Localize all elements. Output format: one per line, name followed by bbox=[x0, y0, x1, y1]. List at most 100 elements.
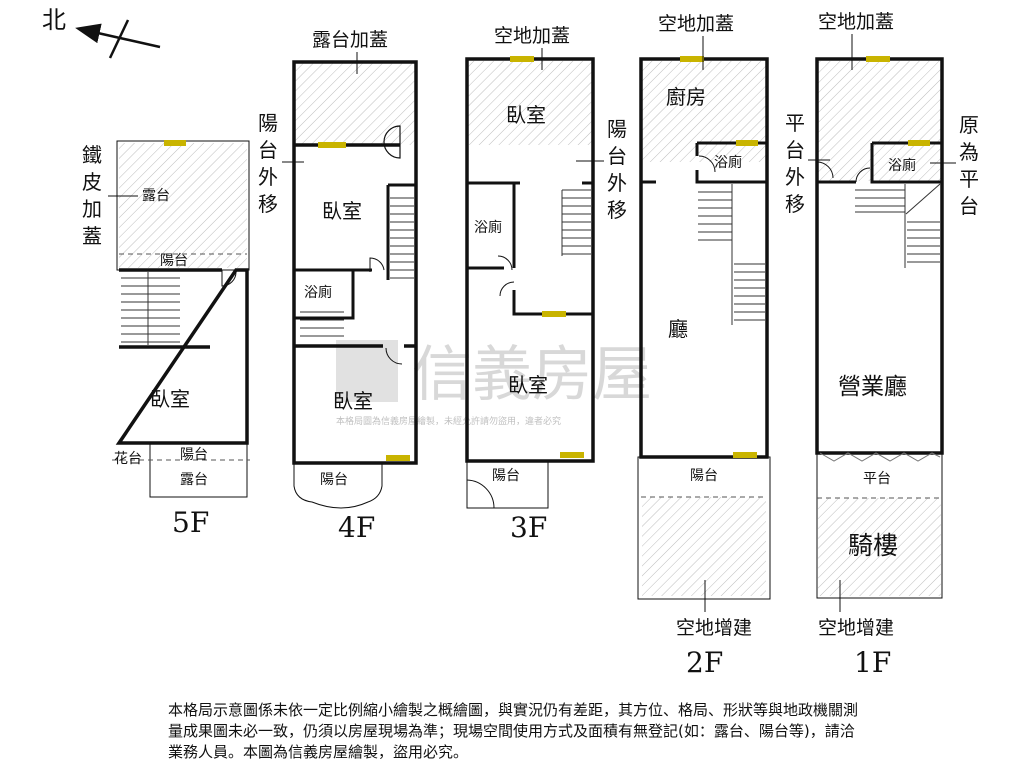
5f-bottom-terrace bbox=[149, 442, 248, 498]
4f-bedroom-lower-label: 臥室 bbox=[333, 389, 373, 413]
4f-balcony-moved-note: 陽 台 外 移 bbox=[258, 111, 284, 216]
4f-stairs bbox=[300, 197, 414, 337]
5f-terrace-label: 露台 bbox=[142, 188, 170, 204]
1f-door-arc-b bbox=[855, 167, 871, 183]
1f-right-note-c2: 為 bbox=[959, 140, 979, 164]
1f-arcade-hatch bbox=[818, 498, 941, 596]
3f-floor-label: 3F bbox=[510, 511, 547, 544]
1f-business-hall-label: 營業廳 bbox=[838, 374, 907, 400]
5f-balcony-bottom-label: 陽台 bbox=[180, 447, 208, 463]
2f-door-arc bbox=[698, 155, 716, 173]
3f-door-arc-b bbox=[499, 281, 515, 297]
5f-bedroom-label: 臥室 bbox=[150, 387, 190, 411]
watermark-logo-icon bbox=[336, 340, 398, 402]
2f-addition-outline bbox=[637, 456, 771, 600]
5f-stairs bbox=[121, 272, 180, 345]
1f-bottom-note: 空地增建 bbox=[818, 617, 894, 639]
1f-left-note-c4: 移 bbox=[785, 192, 805, 216]
4f-side-note-c2: 台 bbox=[258, 138, 278, 162]
1f-door-arc-a bbox=[816, 161, 834, 179]
4f-outer-wall bbox=[292, 60, 418, 465]
1f-left-note-c1: 平 bbox=[785, 111, 805, 135]
disclaimer-text: 本格局示意圖係未依一定比例縮小繪製之概繪圖，與實況仍有差距，其方位、格局、形狀等… bbox=[168, 701, 859, 761]
5f-terrace-hatch bbox=[119, 143, 247, 268]
1f-roof-hatch bbox=[818, 61, 941, 181]
2f-stairs bbox=[698, 184, 765, 325]
3f-balcony-label: 陽台 bbox=[492, 468, 520, 484]
floor-4f: 露台加蓋 陽 台 外 移 臥室 浴廁 臥室 陽台 4F bbox=[258, 29, 418, 544]
2f-floor-label: 2F bbox=[686, 646, 723, 679]
2f-bathroom-label: 浴廁 bbox=[714, 154, 742, 171]
4f-door-arc-mid bbox=[369, 257, 385, 272]
3f-balcony-door-arc bbox=[466, 479, 495, 509]
watermark-notice: 本格局圖為信義房屋繪製，未經允許請勿盜用，違者必究 bbox=[336, 415, 561, 427]
2f-kitchen-hatch bbox=[642, 61, 766, 162]
4f-bedroom-upper-label: 臥室 bbox=[322, 199, 362, 223]
1f-floor-label: 1F bbox=[854, 646, 891, 679]
2f-bottom-note: 空地增建 bbox=[676, 617, 752, 639]
1f-right-note-c4: 台 bbox=[959, 194, 979, 218]
3f-outer-wall bbox=[465, 57, 595, 463]
3f-balcony-outline bbox=[466, 461, 549, 509]
3f-bathroom-label: 浴廁 bbox=[474, 219, 502, 236]
watermark: 信義房屋 本格局圖為信義房屋繪製，未經允許請勿盜用，違者必究 bbox=[336, 340, 652, 427]
3f-stairs bbox=[561, 189, 591, 256]
1f-platform-moved-note: 平 台 外 移 bbox=[785, 111, 811, 216]
3f-bedroom-upper-label: 臥室 bbox=[506, 103, 546, 127]
5f-iron-roof-note-c4: 蓋 bbox=[82, 224, 102, 248]
5f-iron-roof-note-c1: 鐵 bbox=[82, 143, 102, 167]
1f-wall-bath bbox=[870, 141, 942, 184]
4f-balcony-outline bbox=[293, 463, 383, 509]
1f-bathroom-label: 浴廁 bbox=[888, 157, 916, 174]
1f-right-note-c3: 平 bbox=[959, 167, 979, 191]
floor-5f: 露台 鐵 皮 加 蓋 陽台 臥室 花台 陽台 露台 5F bbox=[82, 140, 250, 539]
4f-wall-bath bbox=[294, 268, 372, 320]
1f-platform-label: 平台 bbox=[863, 471, 891, 487]
2f-roof-note: 空地加蓋 bbox=[658, 13, 734, 35]
floor-3f: 空地加蓋 陽 台 外 移 臥室 浴廁 臥室 陽台 3F bbox=[465, 25, 627, 544]
1f-left-note-c3: 外 bbox=[785, 165, 805, 189]
1f-stairs bbox=[855, 183, 941, 268]
4f-roof-note: 露台加蓋 bbox=[312, 29, 388, 51]
3f-side-note-c1: 陽 bbox=[607, 117, 627, 141]
5f-door-arc bbox=[221, 270, 237, 287]
5f-planter-label: 花台 bbox=[114, 451, 142, 467]
4f-door-arc-low bbox=[385, 347, 403, 365]
2f-kitchen-label: 廚房 bbox=[666, 85, 706, 109]
4f-wall-stair-box bbox=[386, 183, 416, 280]
2f-balcony-label: 陽台 bbox=[690, 468, 718, 484]
4f-side-note-c1: 陽 bbox=[258, 111, 278, 135]
1f-folding-door bbox=[819, 452, 941, 462]
2f-hall-label: 廳 bbox=[668, 317, 688, 341]
3f-roof-hatch bbox=[468, 61, 592, 145]
5f-iron-roof-note-c3: 加 bbox=[82, 197, 102, 221]
5f-iron-roof-note: 鐵 皮 加 蓋 bbox=[82, 143, 108, 248]
4f-bathroom-label: 浴廁 bbox=[304, 284, 332, 301]
north-label: 北 bbox=[42, 6, 66, 34]
watermark-brand: 信義房屋 bbox=[412, 340, 652, 410]
5f-terrace-bottom-label: 露台 bbox=[180, 472, 208, 488]
4f-balcony-label: 陽台 bbox=[320, 472, 348, 488]
4f-floor-label: 4F bbox=[338, 511, 375, 544]
floor-1f: 空地加蓋 平 台 外 移 原 為 平 台 浴廁 營業廳 平台 騎樓 空地增建 1… bbox=[785, 11, 979, 679]
3f-bedroom-lower-label: 臥室 bbox=[508, 373, 548, 397]
4f-side-note-c4: 移 bbox=[258, 192, 278, 216]
1f-arcade-label: 騎樓 bbox=[848, 531, 898, 560]
2f-addition-hatch bbox=[642, 497, 766, 596]
3f-wall-bath bbox=[467, 183, 593, 316]
5f-floor-label: 5F bbox=[172, 506, 209, 539]
3f-side-note-c3: 外 bbox=[607, 171, 627, 195]
3f-door-arc-a bbox=[497, 255, 513, 271]
4f-roof-hatch bbox=[295, 63, 415, 145]
3f-side-note-c4: 移 bbox=[607, 198, 627, 222]
compass-cross-line bbox=[108, 19, 130, 59]
5f-balcony-top-label: 陽台 bbox=[160, 253, 188, 269]
1f-roof-note: 空地加蓋 bbox=[818, 11, 894, 33]
4f-side-note-c3: 外 bbox=[258, 165, 278, 189]
5f-iron-roof-note-c2: 皮 bbox=[82, 170, 102, 194]
1f-right-note-c1: 原 bbox=[959, 113, 979, 137]
5f-outer-wall bbox=[115, 268, 249, 445]
floor-2f: 空地加蓋 廚房 浴廁 廳 陽台 空地增建 2F bbox=[637, 13, 771, 679]
compass: 北 bbox=[42, 6, 161, 59]
